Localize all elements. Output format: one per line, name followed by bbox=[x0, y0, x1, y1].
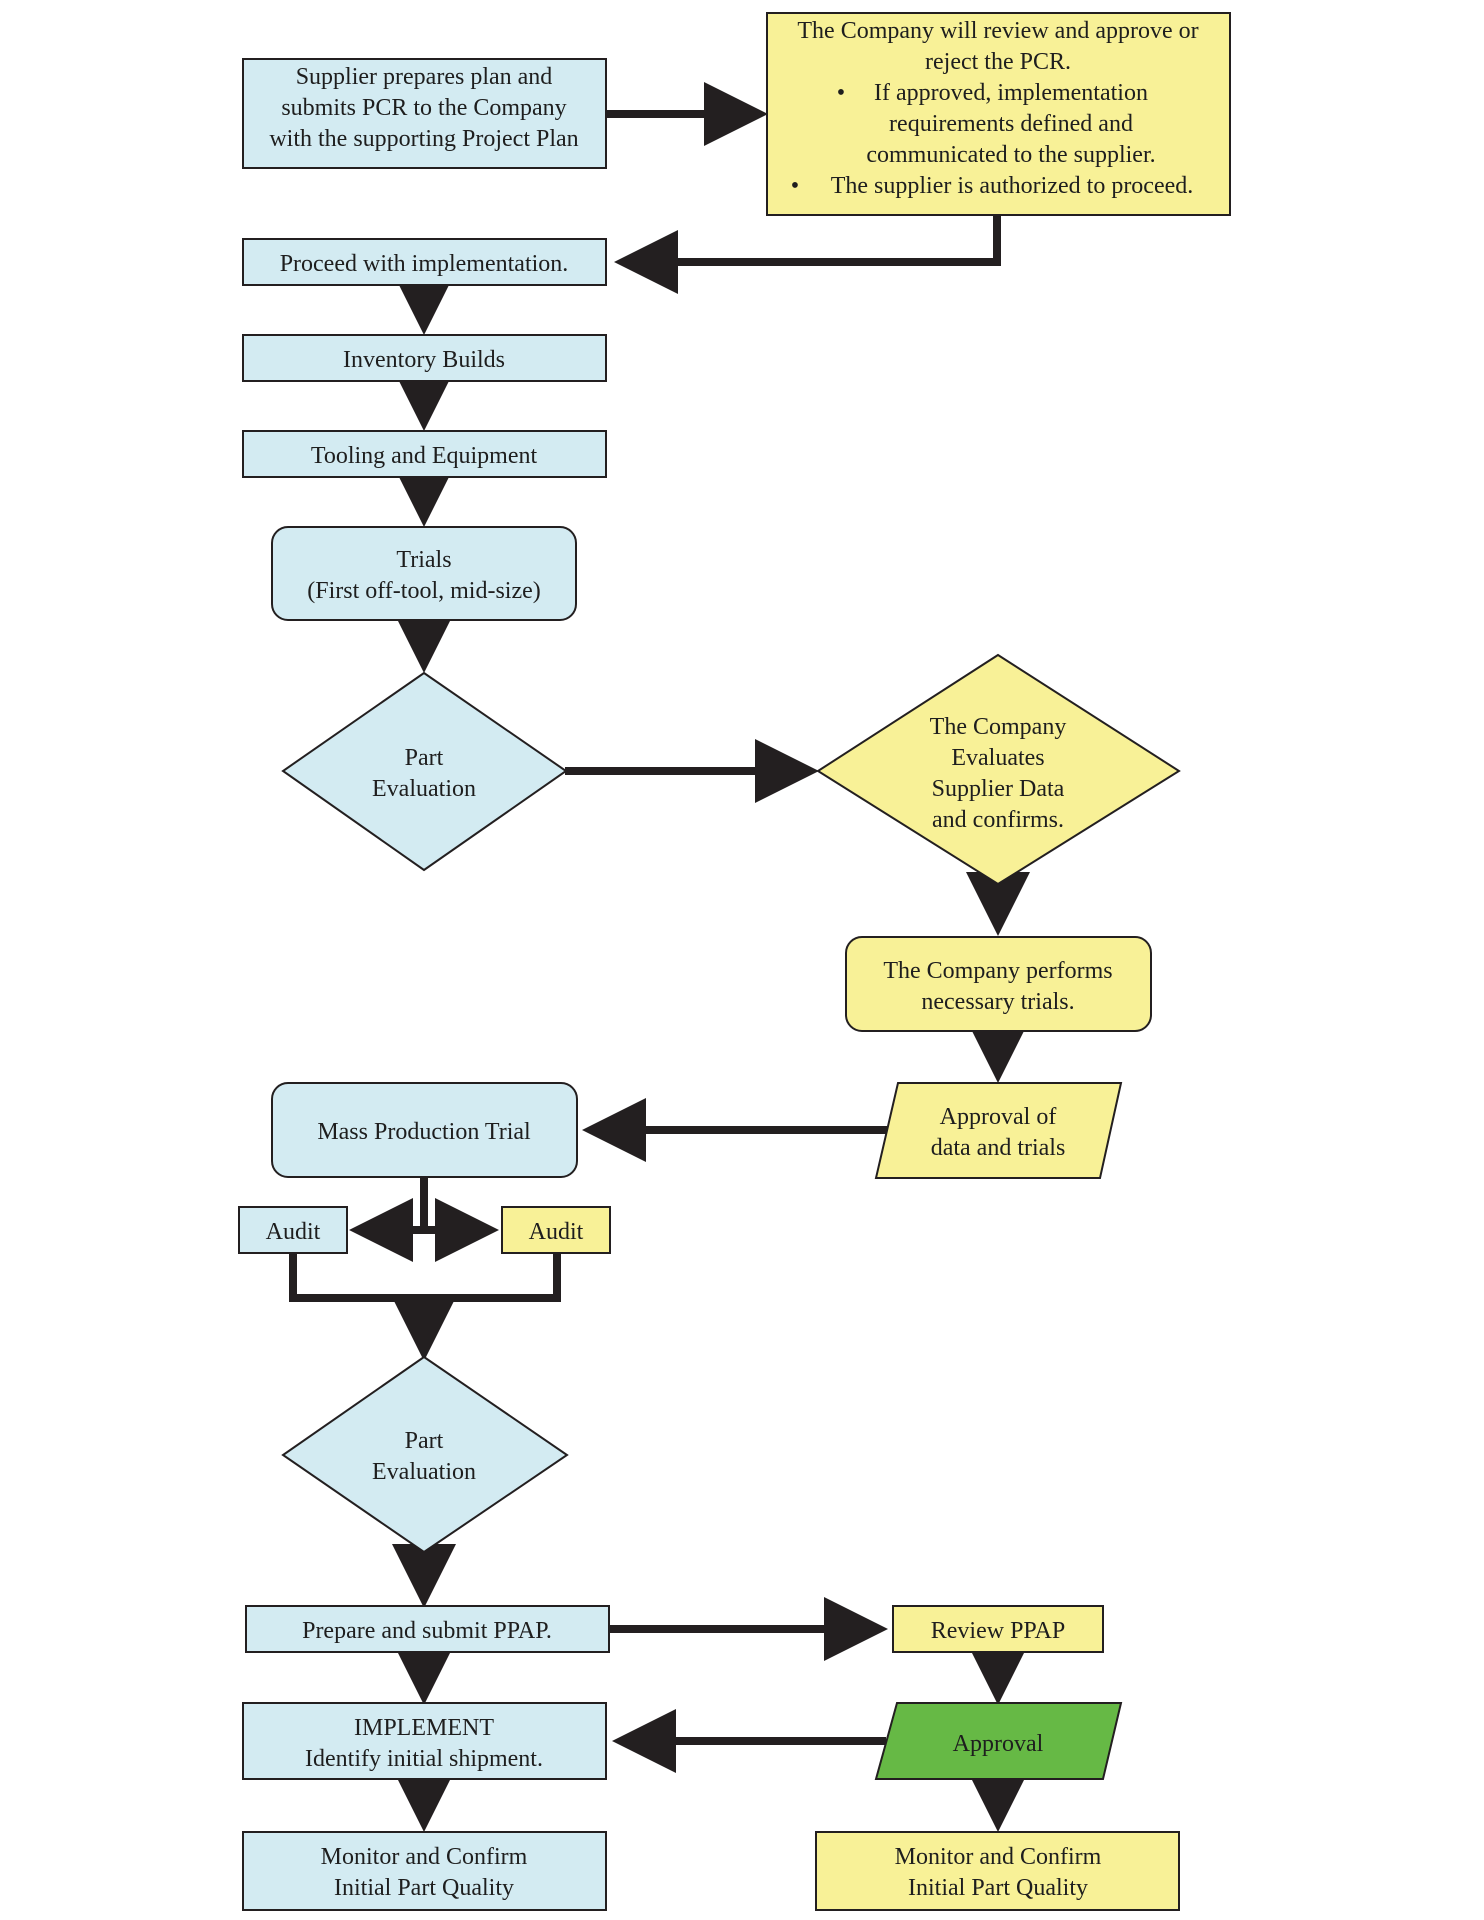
text-line: data and trials bbox=[931, 1135, 1066, 1161]
text-line: Supplier prepares plan and bbox=[296, 64, 553, 90]
text-line: Approval of bbox=[940, 1104, 1057, 1130]
text-line: Inventory Builds bbox=[343, 347, 505, 373]
text-line: Audit bbox=[266, 1219, 321, 1245]
approval-text: Approval bbox=[953, 1731, 1044, 1757]
inventory-box bbox=[242, 334, 607, 382]
text-line: Trials bbox=[396, 547, 451, 573]
text-line: The supplier is authorized to proceed. bbox=[831, 173, 1194, 199]
implement-text: IMPLEMENT Identify initial shipment. bbox=[305, 1715, 543, 1772]
text-line: Prepare and submit PPAP. bbox=[302, 1618, 552, 1644]
text-line: Initial Part Quality bbox=[908, 1875, 1088, 1901]
approval-parallelogram bbox=[874, 1702, 1123, 1780]
audit-supplier-box bbox=[238, 1206, 348, 1254]
bullet-glyph-1: • bbox=[837, 80, 845, 106]
text-line: Supplier Data bbox=[932, 776, 1065, 802]
text-line: IMPLEMENT bbox=[354, 1715, 494, 1741]
tooling-box bbox=[242, 430, 607, 478]
text-line: The Company will review and approve or bbox=[797, 18, 1198, 44]
mass-production-text: Mass Production Trial bbox=[317, 1119, 531, 1145]
arrow-review-to-proceed bbox=[614, 214, 1001, 294]
company-review-bullet-1-text: If approved, implementation requirements … bbox=[866, 80, 1155, 168]
company-trials-text: The Company performs necessary trials. bbox=[883, 958, 1112, 1015]
audit-company-text: Audit bbox=[529, 1219, 584, 1245]
arrow-audits-merge bbox=[289, 1253, 561, 1302]
text-line: Proceed with implementation. bbox=[280, 251, 569, 277]
proceed-text: Proceed with implementation. bbox=[280, 251, 569, 277]
tooling-text: Tooling and Equipment bbox=[311, 443, 538, 469]
company-evaluates-diamond bbox=[816, 653, 1181, 886]
submit-ppap-box bbox=[245, 1605, 610, 1653]
text-line: Tooling and Equipment bbox=[311, 443, 538, 469]
text-line: Mass Production Trial bbox=[317, 1119, 531, 1145]
text-line: Evaluates bbox=[951, 745, 1044, 771]
text-line: Part bbox=[405, 745, 444, 771]
text-line: Review PPAP bbox=[931, 1618, 1065, 1644]
supplier-submit-box bbox=[242, 58, 607, 169]
text-line: necessary trials. bbox=[921, 989, 1074, 1015]
proceed-box bbox=[242, 238, 607, 286]
text-line: Monitor and Confirm bbox=[895, 1844, 1102, 1870]
text-line: Audit bbox=[529, 1219, 584, 1245]
connectors bbox=[289, 82, 1030, 1832]
submit-ppap-text: Prepare and submit PPAP. bbox=[302, 1618, 552, 1644]
text-line: If approved, implementation bbox=[874, 80, 1148, 106]
text-line: (First off-tool, mid-size) bbox=[307, 578, 541, 604]
trials-box bbox=[271, 526, 577, 621]
company-review-bullet-2-text: The supplier is authorized to proceed. bbox=[831, 173, 1194, 199]
text-line: Initial Part Quality bbox=[334, 1875, 514, 1901]
inventory-text: Inventory Builds bbox=[343, 347, 505, 373]
text-line: submits PCR to the Company bbox=[281, 95, 566, 121]
part-evaluation-2-diamond bbox=[281, 1355, 569, 1554]
text-line: requirements defined and bbox=[889, 111, 1133, 137]
text-line: and confirms. bbox=[932, 807, 1064, 833]
mass-production-box bbox=[271, 1082, 578, 1178]
approval-data-text: Approval of data and trials bbox=[931, 1104, 1066, 1161]
supplier-submit-text: Supplier prepares plan and submits PCR to… bbox=[269, 64, 578, 152]
text-line: with the supporting Project Plan bbox=[269, 126, 578, 152]
implement-box bbox=[242, 1702, 607, 1780]
trials-text: Trials (First off-tool, mid-size) bbox=[307, 547, 541, 604]
company-review-text: The Company will review and approve or re… bbox=[797, 18, 1198, 75]
monitor-supplier-box bbox=[242, 1831, 607, 1911]
text-line: Monitor and Confirm bbox=[321, 1844, 528, 1870]
text-line: Identify initial shipment. bbox=[305, 1746, 543, 1772]
text-line: Evaluation bbox=[372, 1459, 476, 1485]
text-line: Part bbox=[405, 1428, 444, 1454]
bullet-glyph-2: • bbox=[791, 173, 799, 199]
text-line: The Company performs bbox=[883, 958, 1112, 984]
approval-data-parallelogram bbox=[874, 1082, 1123, 1179]
text-line: communicated to the supplier. bbox=[866, 142, 1155, 168]
text-line: The Company bbox=[930, 714, 1067, 740]
audit-supplier-text: Audit bbox=[266, 1219, 321, 1245]
monitor-company-box bbox=[815, 1831, 1180, 1911]
part-evaluation-1-diamond bbox=[281, 671, 568, 872]
shapes bbox=[238, 12, 1231, 1911]
audit-company-box bbox=[501, 1206, 611, 1254]
labels: Supplier prepares plan and submits PCR to… bbox=[266, 18, 1199, 1901]
company-review-box bbox=[766, 12, 1231, 216]
review-ppap-text: Review PPAP bbox=[931, 1618, 1065, 1644]
company-trials-box bbox=[845, 936, 1152, 1032]
text-line: Evaluation bbox=[372, 776, 476, 802]
text-line: reject the PCR. bbox=[925, 49, 1071, 75]
text-line: Approval bbox=[953, 1731, 1044, 1757]
review-ppap-box bbox=[892, 1605, 1104, 1653]
